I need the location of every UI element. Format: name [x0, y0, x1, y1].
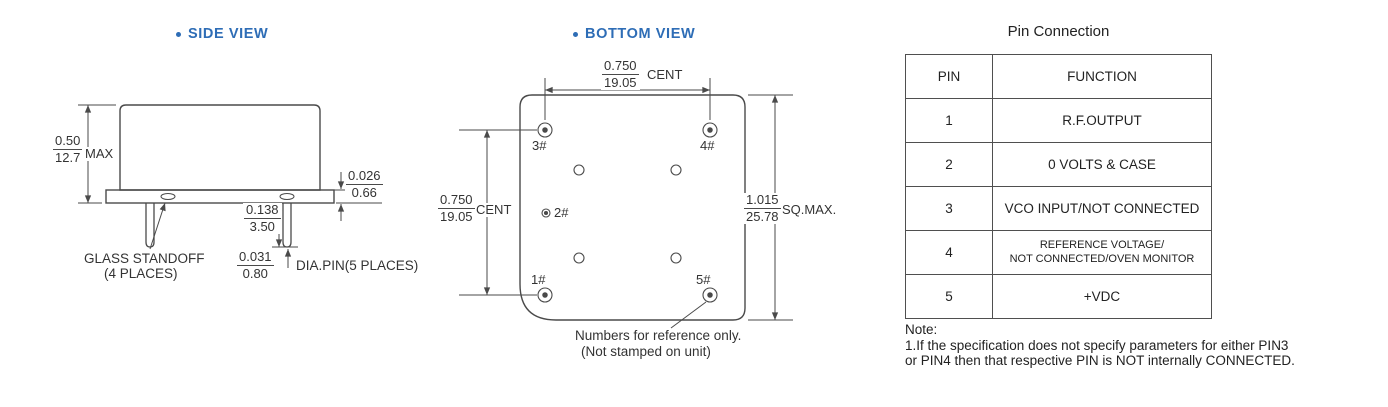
dim-mm-value: 0.66 — [351, 185, 377, 200]
dim-left-suffix: CENT — [476, 202, 512, 217]
pin-number-cell: 3 — [905, 186, 993, 231]
bullet-icon — [573, 31, 578, 37]
dim-inch-value: 1.015 — [744, 192, 781, 209]
package-bottom-outline — [519, 94, 746, 321]
dim-inch-value: 0.026 — [346, 168, 383, 185]
pin-label-4: 4# — [700, 138, 715, 153]
note-line-2: or PIN4 then that respective PIN is NOT … — [905, 353, 1295, 368]
pin-connection-section: Pin Connection PIN FUNCTION 1 R.F.OUTPUT… — [905, 23, 1212, 319]
bottom-view-title: BOTTOM VIEW — [573, 26, 695, 42]
pin-function-line-1: REFERENCE VOLTAGE/ — [1039, 239, 1165, 251]
dim-inch-value: 0.50 — [53, 133, 83, 150]
bottom-view-standoff-circles — [573, 164, 682, 264]
dim-overall-height-suffix: MAX — [85, 146, 114, 161]
note-block: Note: 1.If the specification does not sp… — [905, 322, 1295, 369]
dim-base-thickness: 0.026 0.66 — [345, 169, 384, 200]
table-header-row: PIN FUNCTION — [905, 54, 1212, 99]
pin-number-cell: 2 — [905, 142, 993, 187]
dim-overall-height: 0.50 12.7 — [52, 133, 84, 165]
reference-note-line-1: Numbers for reference only. — [575, 328, 742, 343]
dim-mm-value: 3.50 — [249, 219, 275, 234]
pin-function-cell: REFERENCE VOLTAGE/ NOT CONNECTED/OVEN MO… — [992, 230, 1212, 275]
glass-standoffs — [160, 193, 295, 200]
dim-pin-diameter-suffix: DIA.PIN(5 PLACES) — [296, 258, 419, 273]
pin-function-cell: R.F.OUTPUT — [992, 98, 1212, 143]
pin-label-3: 3# — [532, 138, 547, 153]
pin-label-1: 1# — [531, 272, 546, 287]
pin-function-cell: 0 VOLTS & CASE — [992, 142, 1212, 187]
pin-number-cell: 1 — [905, 98, 993, 143]
dim-left-pin-spacing: 0.750 19.05 — [437, 193, 476, 224]
side-view-body — [105, 104, 335, 204]
column-header-pin: PIN — [905, 54, 993, 99]
dim-package-size-suffix: SQ.MAX. — [782, 202, 837, 217]
dim-inch-value: 0.138 — [244, 202, 281, 219]
note-label: Note: — [905, 322, 938, 337]
dim-pin-diameter: 0.031 0.80 — [236, 250, 275, 281]
package-base-flange — [105, 189, 335, 204]
side-view-drawing — [78, 104, 382, 268]
side-view-title-text: SIDE VIEW — [188, 26, 269, 42]
bottom-view-pin-circles — [537, 122, 718, 303]
pin-function-cell: +VDC — [992, 274, 1212, 319]
pin-label-5: 5# — [696, 272, 711, 287]
pin-number-cell: 5 — [905, 274, 993, 319]
reference-note-line-2: (Not stamped on unit) — [581, 344, 711, 359]
table-row: 4 REFERENCE VOLTAGE/ NOT CONNECTED/OVEN … — [905, 230, 1212, 275]
note-line-1: 1.If the specification does not specify … — [905, 337, 1289, 353]
pin-right — [282, 203, 292, 248]
bullet-icon — [176, 31, 181, 37]
pin-connection-table: PIN FUNCTION 1 R.F.OUTPUT 2 0 VOLTS & CA… — [905, 54, 1212, 319]
pin-table-title: Pin Connection — [1007, 23, 1110, 40]
pin-label-2: 2# — [554, 205, 569, 220]
table-row: 1 R.F.OUTPUT — [905, 98, 1212, 143]
pin-function-cell: VCO INPUT/NOT CONNECTED — [992, 186, 1212, 231]
dim-inch-value: 0.750 — [438, 192, 475, 209]
column-header-function: FUNCTION — [992, 54, 1212, 99]
pin-number-cell: 4 — [905, 230, 993, 275]
dim-top-pin-spacing: 0.750 19.05 — [601, 59, 640, 90]
glass-standoff-label: GLASS STANDOFF — [84, 251, 205, 266]
dim-mm-value: 19.05 — [604, 75, 637, 90]
pin-left — [145, 203, 155, 248]
dim-mm-value: 25.78 — [746, 209, 779, 224]
package-lid-outline — [119, 104, 321, 191]
dim-inch-value: 0.750 — [602, 58, 639, 75]
table-row: 3 VCO INPUT/NOT CONNECTED — [905, 186, 1212, 231]
dim-package-size: 1.015 25.78 — [743, 193, 782, 224]
table-row: 5 +VDC — [905, 274, 1212, 319]
dim-mm-value: 12.7 — [55, 150, 81, 165]
bottom-view-title-text: BOTTOM VIEW — [585, 26, 696, 42]
side-view-dimension-lines — [78, 104, 382, 268]
dim-top-suffix: CENT — [647, 67, 683, 82]
pin-function-line-2: NOT CONNECTED/OVEN MONITOR — [1009, 252, 1195, 265]
glass-standoff-places-label: (4 PLACES) — [104, 266, 178, 281]
dim-pin-length: 0.138 3.50 — [243, 203, 282, 234]
dim-mm-value: 19.05 — [440, 209, 473, 224]
side-view-title: SIDE VIEW — [176, 26, 268, 42]
bottom-view-drawing — [459, 78, 793, 329]
dim-inch-value: 0.031 — [237, 249, 274, 266]
table-row: 2 0 VOLTS & CASE — [905, 142, 1212, 187]
dim-mm-value: 0.80 — [242, 266, 268, 281]
